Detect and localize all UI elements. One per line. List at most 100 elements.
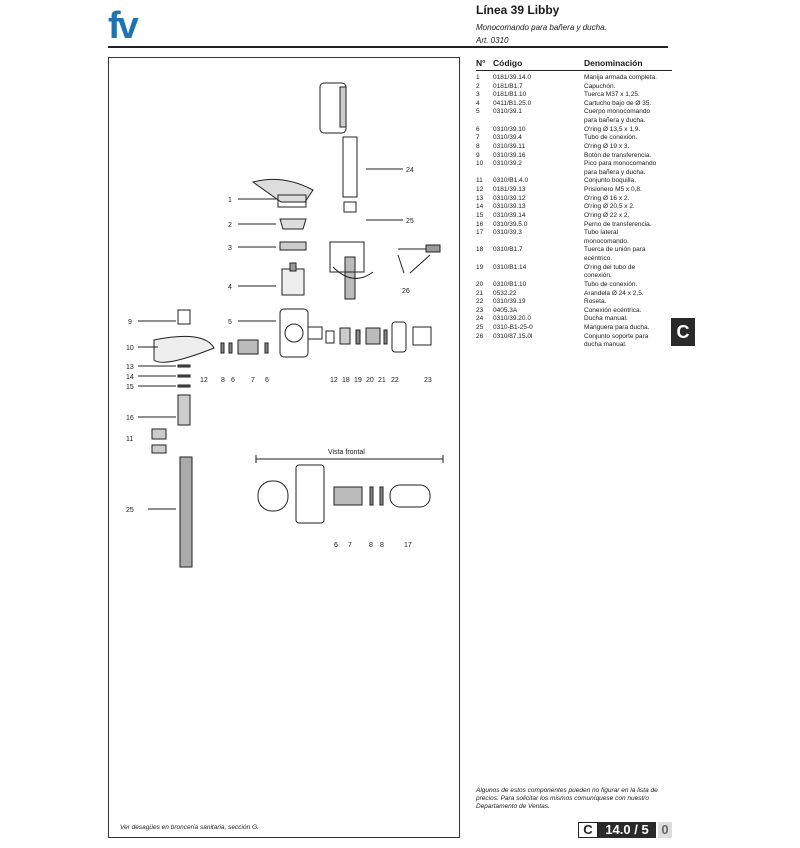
- svg-text:18: 18: [342, 377, 350, 384]
- cell-desc: Prisionero M5 x 0,8.: [584, 186, 642, 194]
- cell-code: 0532.22: [493, 289, 517, 297]
- hand-shower-handle: [342, 136, 358, 198]
- cell-n: 17: [476, 229, 484, 237]
- svg-text:26: 26: [402, 288, 410, 295]
- svg-text:12: 12: [330, 377, 338, 384]
- cell-n: 3: [476, 91, 480, 99]
- cell-code: 0405.3A: [493, 306, 518, 314]
- drain-note: Ver desagües en broncería sanitaria, sec…: [120, 824, 259, 831]
- article-number: Art. 0310: [476, 36, 509, 45]
- cell-n: 8: [476, 142, 480, 150]
- cell-desc: O'ring Ø 13,5 x 1,9.: [584, 125, 641, 133]
- svg-text:17: 17: [404, 542, 412, 549]
- page-indicator: C 14.0 / 5 0: [578, 822, 672, 838]
- exploded-drawing: 1 2 3 4 5 9 10 13 14 15 16 11 25 12 8 6 …: [126, 82, 444, 568]
- cell-desc: Conjunto boquilla.: [584, 177, 637, 185]
- svg-text:8: 8: [221, 377, 225, 384]
- cell-desc: Manguera para ducha.: [584, 323, 650, 331]
- cell-n: 19: [476, 263, 484, 271]
- cell-desc: Manija armada completa.: [584, 74, 657, 81]
- header-rule: [108, 46, 668, 48]
- cell-desc: Botón de transferencia.: [584, 151, 652, 159]
- cell-n: 24: [476, 315, 484, 323]
- svg-text:6: 6: [334, 542, 338, 549]
- cell-code: 0310/B1.14: [493, 263, 527, 271]
- front-view-label: Vista frontal: [328, 449, 365, 456]
- cell-desc: para bañera y ducha.: [584, 117, 646, 125]
- svg-text:5: 5: [228, 319, 232, 326]
- cell-desc: Conexión ecéntrica.: [584, 306, 642, 314]
- svg-text:11: 11: [126, 436, 133, 443]
- cell-n: 23: [476, 306, 484, 314]
- cell-desc: ecéntrico.: [584, 255, 613, 263]
- cell-code: 0310/87.15.0l: [493, 332, 533, 340]
- svg-text:6: 6: [265, 377, 269, 384]
- cell-n: 13: [476, 194, 484, 202]
- exploded-view-frame: [108, 57, 460, 838]
- cell-n: 4: [476, 99, 480, 107]
- cartridge: [281, 268, 305, 296]
- svg-text:25: 25: [126, 507, 134, 514]
- cell-code: 0181/39.14.0: [493, 74, 531, 81]
- svg-text:8: 8: [380, 542, 384, 549]
- cell-desc: Cuerpo monocomando: [584, 108, 651, 116]
- svg-text:24: 24: [406, 167, 414, 174]
- cell-desc: O'ring Ø 20,5 x 2.: [584, 203, 635, 211]
- svg-text:19: 19: [354, 377, 362, 384]
- svg-text:6: 6: [231, 377, 235, 384]
- page-title: Línea 39 Libby: [476, 3, 560, 17]
- shower-hose: [179, 456, 193, 568]
- svg-text:7: 7: [348, 542, 352, 549]
- svg-text:20: 20: [366, 377, 374, 384]
- pager-page: 14.0 / 5: [598, 822, 656, 838]
- cell-n: 1: [476, 74, 480, 81]
- cell-n: 7: [476, 134, 480, 142]
- cell-desc: conexión.: [584, 272, 612, 280]
- cell-n: 2: [476, 82, 480, 90]
- cell-n: 21: [476, 289, 484, 297]
- cell-code: 0310/39.10: [493, 125, 526, 133]
- cell-code: 0310/39.14: [493, 211, 526, 219]
- cell-code: 0310/39.5.0: [493, 220, 528, 228]
- cell-n: 12: [476, 186, 484, 194]
- page-subtitle: Monocomando para bañera y ducha.: [476, 23, 607, 32]
- footnote: Algunos de estos componentes pueden no f…: [476, 787, 658, 810]
- svg-text:1: 1: [228, 197, 232, 204]
- cell-desc: O'ring Ø 22 x 2.: [584, 211, 630, 219]
- table-rule: [476, 70, 672, 71]
- cell-n: 16: [476, 220, 484, 228]
- svg-text:25: 25: [406, 218, 414, 225]
- cell-desc: Conjunto soporte para: [584, 332, 649, 340]
- cell-desc: Tubo de conexión.: [584, 280, 638, 288]
- cell-desc: ducha manual.: [584, 341, 627, 349]
- cell-code: 0181/39.13: [493, 186, 526, 194]
- pager-section: C: [578, 822, 598, 838]
- cell-n: 5: [476, 108, 480, 116]
- cell-desc: Perno de transferencia.: [584, 220, 652, 228]
- pager-suffix: 0: [658, 822, 672, 838]
- svg-text:4: 4: [228, 284, 232, 291]
- cell-code: 0310/39.4: [493, 134, 522, 142]
- cell-n: 20: [476, 280, 484, 288]
- cell-code: 0310/39.11: [493, 142, 526, 150]
- cell-code: 0181/B1.10: [493, 91, 527, 99]
- section-tab: C: [671, 318, 695, 346]
- cell-desc: Tuerca M37 x 1,25.: [584, 91, 640, 99]
- cell-desc: Tubo lateral: [584, 229, 619, 237]
- svg-text:10: 10: [126, 345, 134, 352]
- cell-n: 10: [476, 160, 484, 168]
- svg-text:8: 8: [369, 542, 373, 549]
- cell-n: 25: [476, 323, 484, 331]
- cell-desc: Tuerca de unión para: [584, 246, 646, 254]
- col-header-code: Código: [493, 58, 523, 68]
- cell-code: 0310/B1.10: [493, 280, 527, 288]
- cell-desc: monocomando.: [584, 237, 629, 245]
- cell-desc: O'ring Ø 19 x 3.: [584, 142, 630, 150]
- svg-text:14: 14: [126, 374, 134, 381]
- cell-n: 22: [476, 298, 484, 306]
- cell-n: 9: [476, 151, 480, 159]
- cell-n: 18: [476, 246, 484, 254]
- cell-n: 14: [476, 203, 484, 211]
- svg-text:7: 7: [251, 377, 255, 384]
- cell-code: 0310/39.19: [493, 298, 526, 306]
